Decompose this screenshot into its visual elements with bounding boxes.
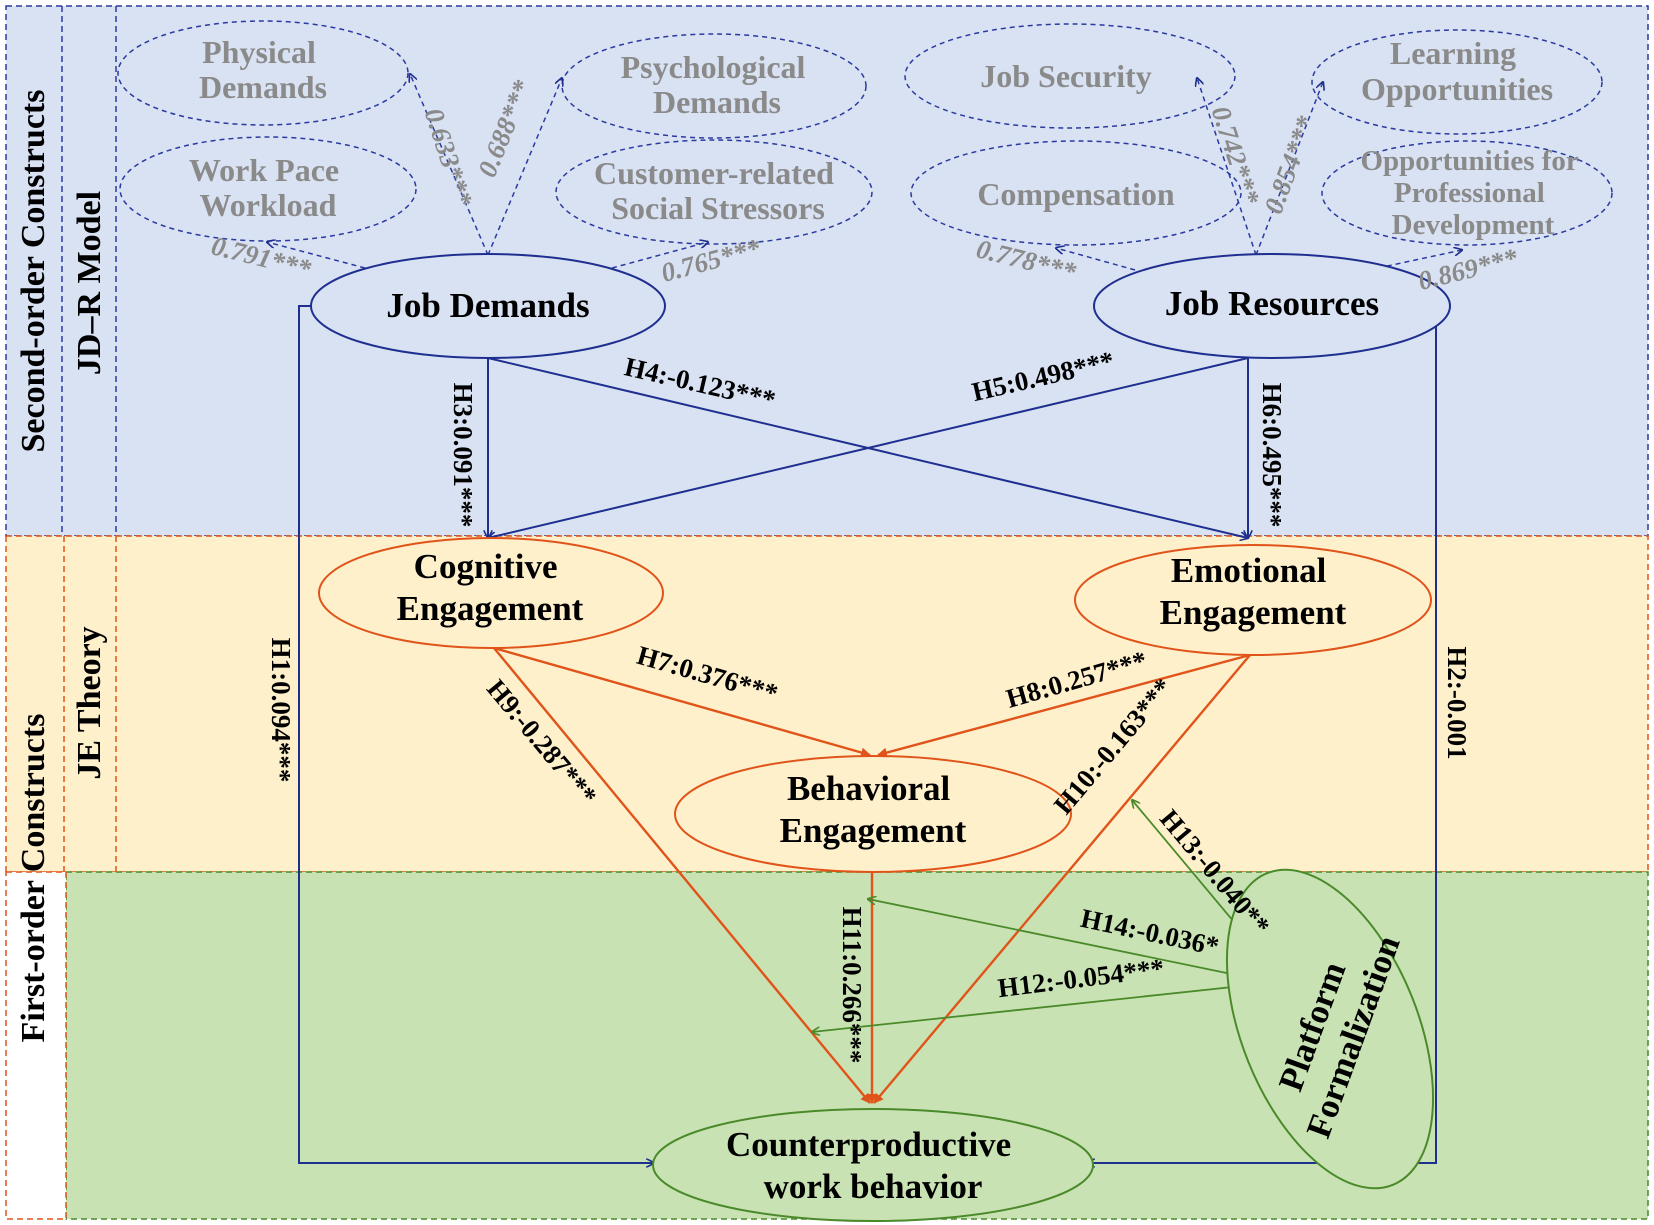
h14-path (868, 899, 1276, 984)
cognitive-engagement-label: Cognitive Engagement (397, 547, 584, 628)
h5-path (488, 357, 1249, 538)
cwb-node (652, 1108, 1094, 1222)
h7-path (493, 646, 871, 758)
first-order-label: First-order Constructs (15, 714, 52, 1043)
loading-arrow-compensation (1056, 248, 1136, 271)
h3-label: H3:0.091*** (448, 383, 478, 528)
job-security-label: Job Security (980, 58, 1152, 94)
h8-path (877, 653, 1251, 758)
compensation-label: Compensation (977, 176, 1175, 212)
h1-path (298, 305, 654, 1163)
work-pace-label: Work Pace Workload (189, 152, 347, 223)
loading-arrow-jobsecurity (1197, 78, 1257, 256)
physical-demands-node (117, 20, 409, 126)
first-order-left-strip (5, 871, 67, 1220)
jdr-model-label: JD–R Model (71, 191, 108, 375)
h6-label: H6:0.495*** (1257, 383, 1287, 528)
loading-arrow-learning (1255, 82, 1323, 256)
job-demands-node (310, 253, 666, 359)
loading-arrow-workpace (267, 242, 366, 269)
job-security-node (904, 23, 1236, 129)
loading-arrow-psychological (487, 78, 562, 256)
cognitive-engagement-node (318, 537, 664, 649)
platform-formalization-node (1225, 868, 1435, 1190)
je-theory-label: JE Theory (71, 626, 108, 779)
physical-demands-label: Physical Demands (199, 34, 327, 105)
psychological-demands-node (561, 33, 867, 139)
customer-stressors-node (555, 139, 873, 245)
job-resources-node (1093, 253, 1451, 359)
h11-label: H11:0.266*** (837, 907, 867, 1064)
loading-arrow-physical (410, 74, 489, 256)
job-demands-label: Job Demands (386, 286, 589, 325)
h10-path (873, 654, 1251, 1104)
cwb-label: Counterproductive work behavior (726, 1125, 1020, 1206)
h1-label: H1:0.094*** (266, 638, 296, 783)
emotional-engagement-label: Emotional Engagement (1160, 551, 1347, 632)
second-order-label: Second-order Constructs (15, 90, 52, 453)
h9-path (493, 647, 871, 1104)
loading-arrow-customer (611, 242, 708, 269)
emotional-engagement-node (1074, 544, 1432, 656)
h2-label: H2:-0.001 (1442, 646, 1472, 759)
job-resources-label: Job Resources (1165, 284, 1379, 323)
behavioral-engagement-label: Behavioral Engagement (780, 769, 967, 850)
compensation-node (910, 140, 1242, 246)
professional-development-label: Opportunities for Professional Developme… (1360, 145, 1585, 241)
customer-stressors-label: Customer-related Social Stressors (594, 155, 842, 226)
learning-opportunities-node (1311, 29, 1603, 135)
psychological-demands-label: Psychological Demands (621, 49, 814, 120)
h12-path (812, 982, 1271, 1032)
behavioral-engagement-node (674, 755, 1072, 873)
learning-opportunities-label: Learning Opportunities (1361, 35, 1553, 107)
professional-development-node (1321, 140, 1613, 246)
